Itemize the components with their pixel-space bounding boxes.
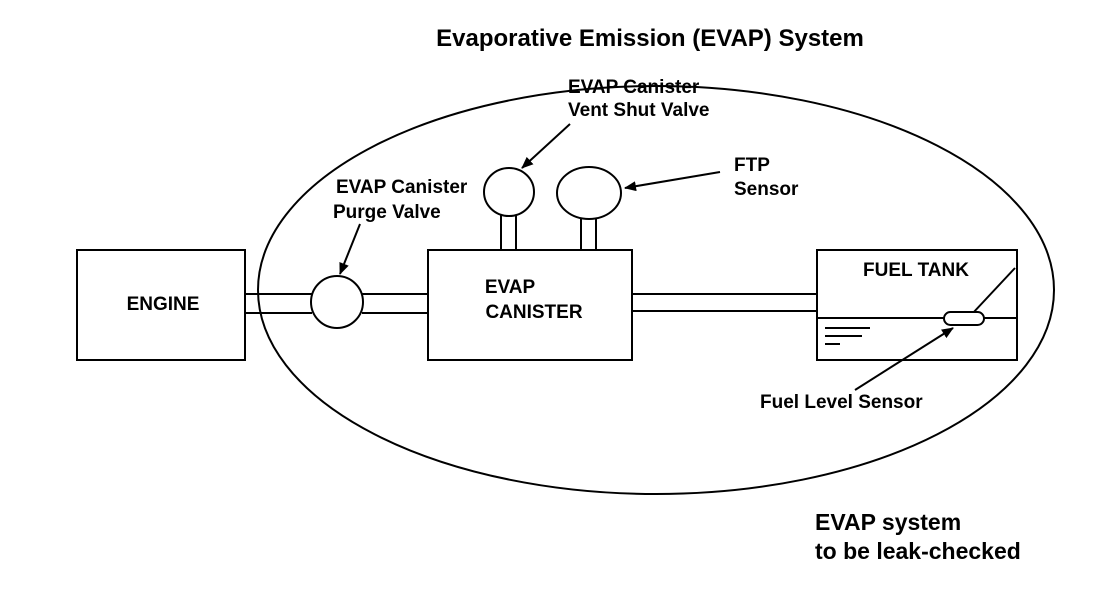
ftp-sensor: [556, 166, 622, 220]
canister-label-line1: EVAP: [485, 277, 536, 298]
purge-valve-label-line2: Purge Valve: [333, 202, 441, 223]
fuel-level-sensor-float: [943, 311, 985, 326]
leak-check-label-line2: to be leak-checked: [815, 538, 1021, 564]
fuel-tank-label: FUEL TANK: [863, 260, 969, 281]
ftp-sensor-stem: [580, 218, 597, 250]
fuel-tank-box: [816, 249, 1018, 361]
vent-shut-valve: [483, 167, 535, 217]
purge-valve-arrow: [339, 223, 361, 275]
vent-valve-label-line2: Vent Shut Valve: [568, 100, 710, 121]
ftp-arrow: [624, 171, 721, 192]
fuel-level-sensor-label: Fuel Level Sensor: [760, 392, 923, 413]
engine-pipe: [245, 293, 312, 314]
vent-valve-arrow: [521, 123, 571, 169]
evap-canister-box: [427, 249, 633, 361]
fuel-level-marks: [825, 327, 870, 345]
leak-check-label-line1: EVAP system: [815, 509, 961, 535]
canister-label-line2: CANISTER: [485, 302, 582, 323]
leak-check-boundary: [257, 85, 1055, 495]
ftp-label-line2: Sensor: [734, 179, 799, 200]
engine-box: [76, 249, 246, 361]
purge-pipe: [362, 293, 428, 314]
ftp-label-line1: FTP: [734, 155, 770, 176]
vent-valve-stem: [500, 215, 517, 250]
fuel-level-sensor-arrow: [854, 327, 954, 391]
vent-valve-label-line1: EVAP Canister: [568, 77, 700, 98]
purge-valve: [310, 275, 364, 329]
tank-pipe: [632, 293, 817, 312]
purge-valve-label-line1: EVAP Canister: [336, 177, 468, 198]
engine-label: ENGINE: [127, 294, 200, 315]
diagram-title: Evaporative Emission (EVAP) System: [436, 25, 864, 52]
float-arm: [971, 267, 1016, 315]
